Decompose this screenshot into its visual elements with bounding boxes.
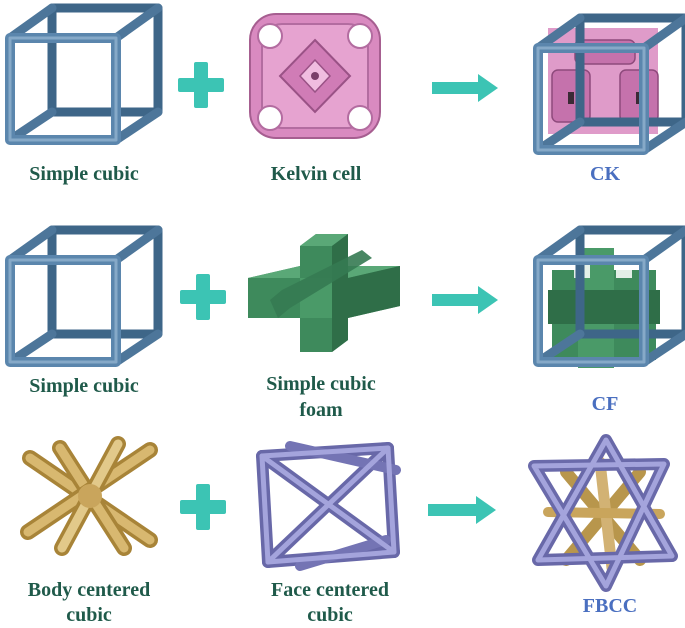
plus-icon: [178, 62, 224, 108]
arrow-right-icon: [432, 74, 498, 102]
foam-cross-icon: [248, 234, 400, 352]
row2-simple-cubic: [10, 230, 158, 362]
fcc-frame-icon: [256, 441, 401, 571]
row2-middle-label-line2: foam: [299, 399, 343, 421]
kelvin-cell-icon: [249, 13, 381, 139]
cube-frame-icon: [10, 8, 158, 140]
row3-middle-label-line2: cubic: [307, 604, 353, 626]
fbcc-result-icon: [528, 434, 678, 592]
row1-middle-label: Kelvin cell: [270, 163, 362, 185]
row2-result-label: CF: [591, 393, 619, 415]
arrow-right-icon: [432, 286, 498, 314]
row1-result-label: CK: [590, 163, 620, 185]
row2-middle-label-line1: Simple cubic: [266, 373, 376, 395]
row1-left-label: Simple cubic: [29, 163, 139, 185]
plus-icon: [180, 274, 226, 320]
row3-left-label-line2: cubic: [66, 604, 112, 626]
cf-result-icon: [538, 230, 685, 368]
bcc-struts-icon: [20, 436, 158, 556]
plus-icon: [180, 484, 226, 530]
row3-middle-label-line1: Face centered: [271, 579, 389, 601]
row1-simple-cubic: [10, 8, 158, 140]
cube-frame-icon: [10, 230, 158, 362]
row2-left-label: Simple cubic: [29, 375, 139, 397]
row3-left-label-line1: Body centered: [27, 579, 151, 601]
row3-result-label: FBCC: [582, 595, 638, 617]
arrow-right-icon: [428, 496, 496, 524]
ck-result-icon: [538, 18, 685, 150]
